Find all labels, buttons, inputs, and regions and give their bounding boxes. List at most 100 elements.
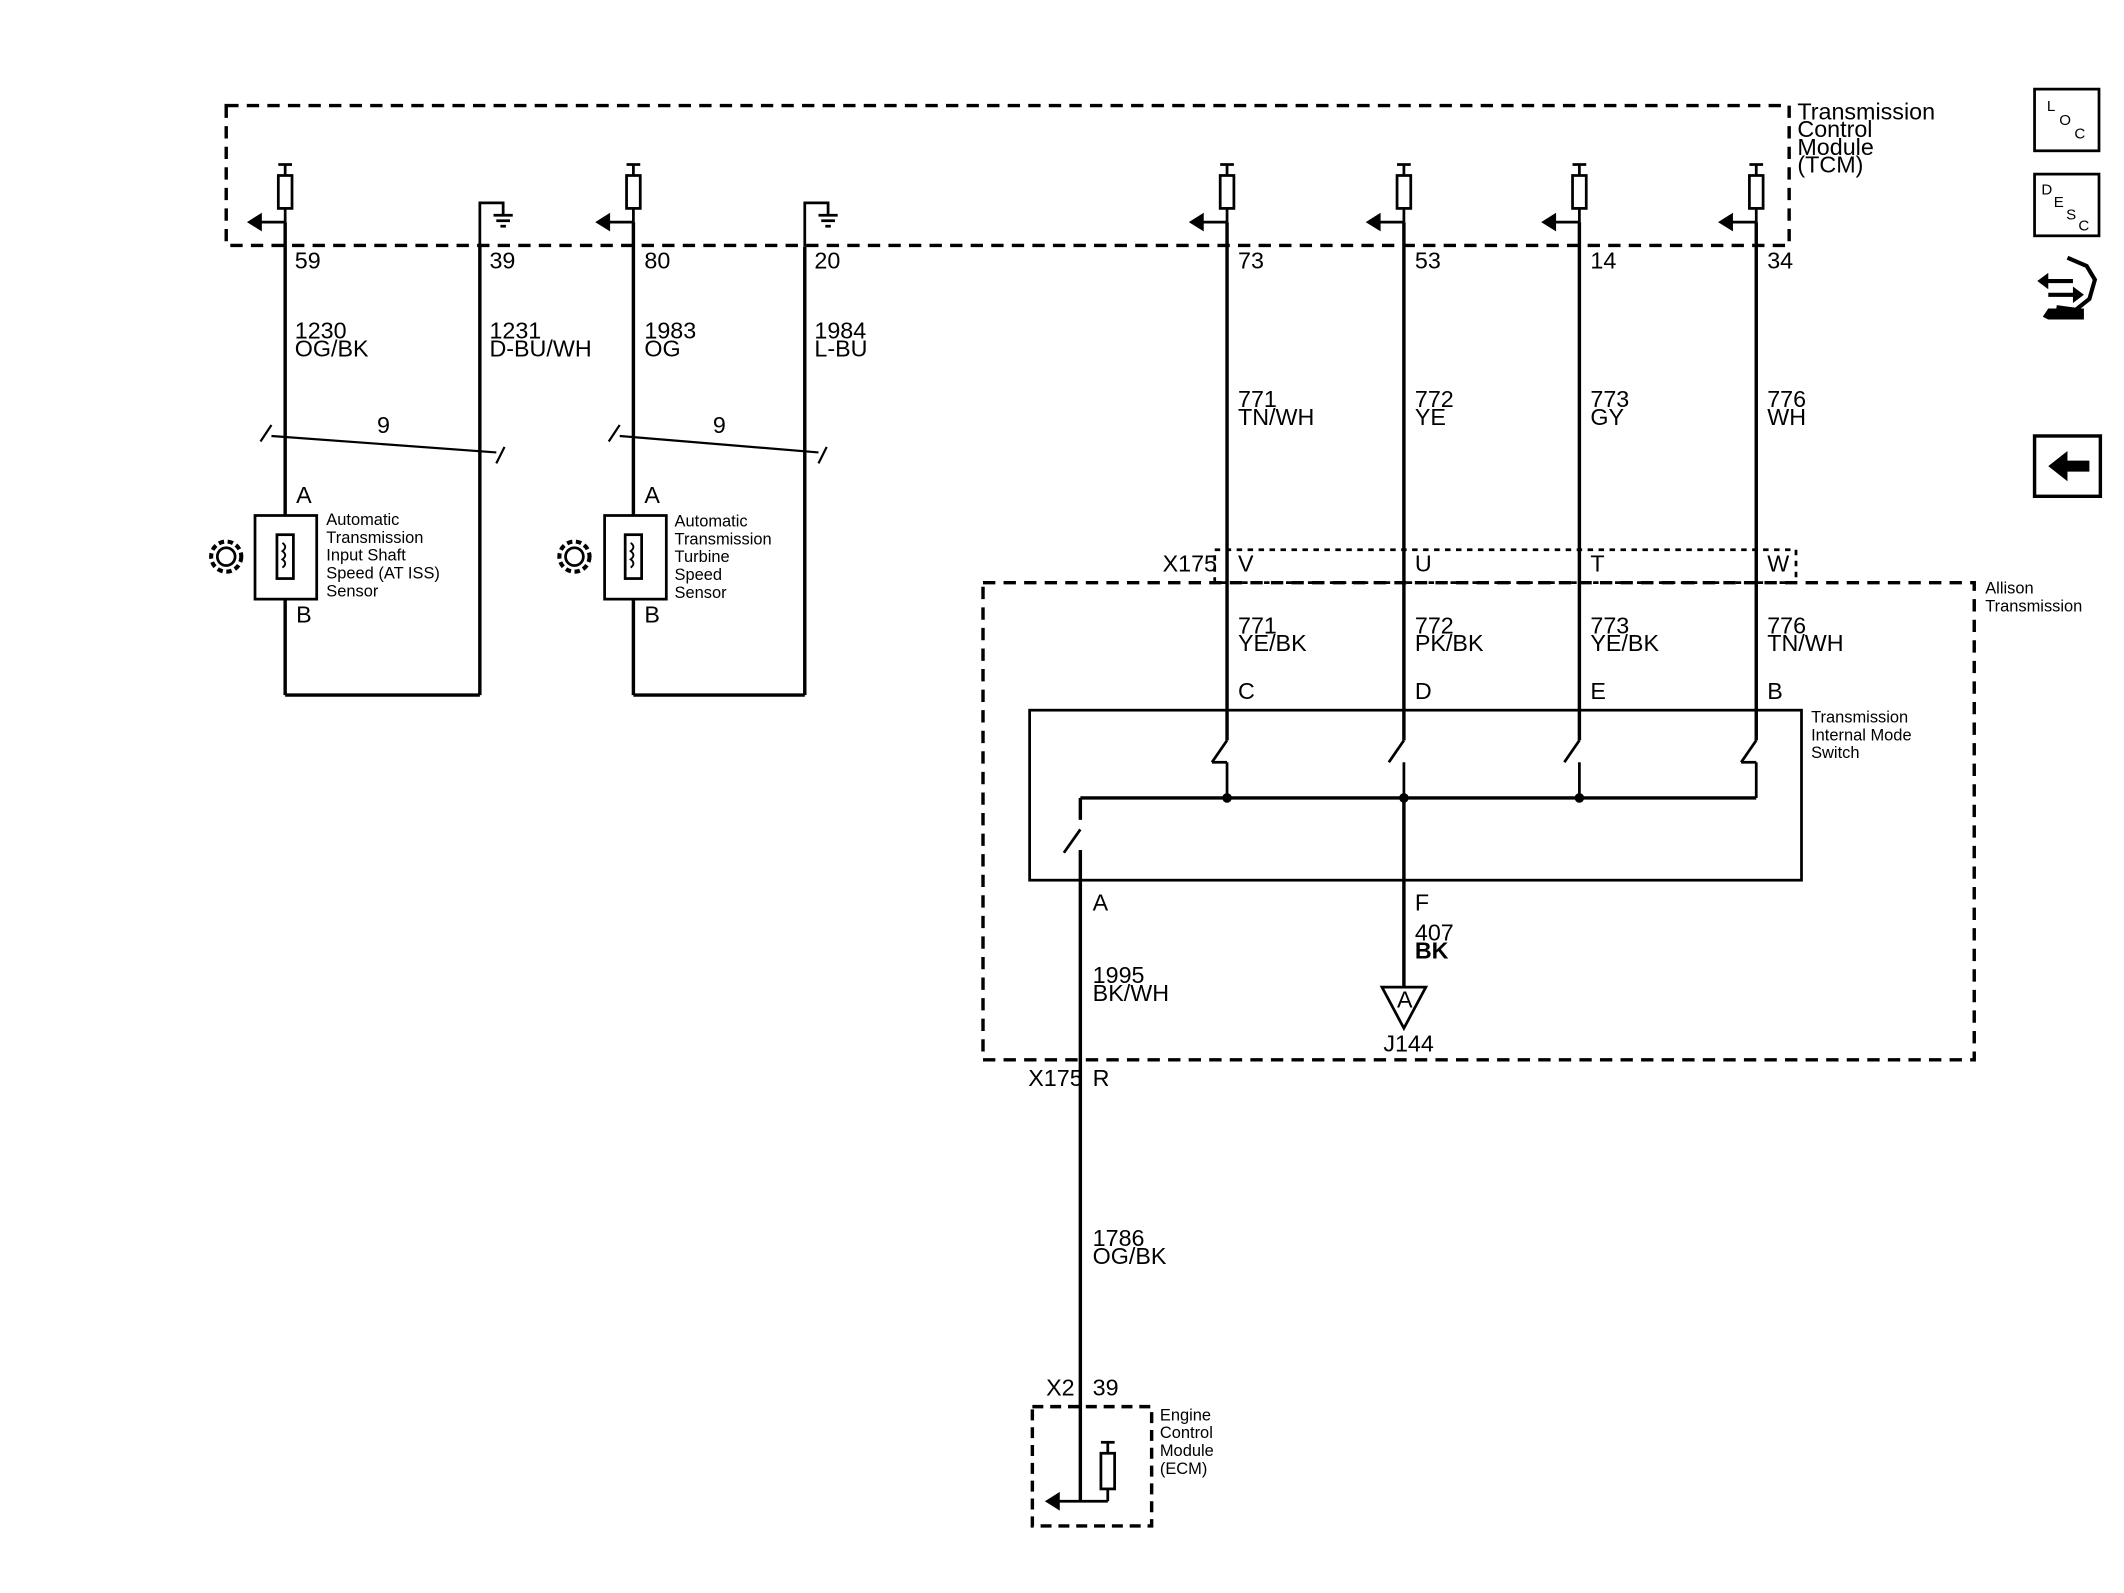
iss-sensor-label-line: Sensor — [326, 582, 379, 600]
tcm-pin-label: 59 — [295, 248, 321, 274]
ecm-terminal — [1044, 1440, 1116, 1511]
turbine-sensor-symbol — [603, 514, 668, 601]
turbine-sensor-label-line: Speed — [675, 566, 723, 584]
allison-label-line: Allison — [1985, 580, 2033, 598]
tcm-label-line: Control — [1797, 116, 1872, 142]
description-button[interactable]: D E S C — [2033, 172, 2101, 238]
circuit-number: 773 — [1590, 386, 1629, 412]
connector-pin: R — [1093, 1065, 1110, 1091]
circuit-number: 1230 — [295, 318, 347, 344]
circuit-number: 1983 — [644, 318, 696, 344]
allison-label-line: Transmission — [1985, 597, 2082, 615]
tcm-terminal-14 — [1541, 163, 1588, 232]
connector-tool-icon[interactable] — [2037, 255, 2098, 320]
tcm-pin-label: 73 — [1238, 248, 1264, 274]
iss-sensor-wires — [283, 222, 482, 697]
tcm-pin-label: 39 — [489, 248, 515, 274]
connector-pin: 39 — [1093, 1375, 1119, 1401]
connector-pin: V — [1238, 551, 1254, 577]
switch-pin: C — [1238, 678, 1255, 704]
circuit-number: 776 — [1767, 386, 1806, 412]
tcm-ground-39 — [478, 201, 513, 247]
desc-letter: E — [2054, 194, 2064, 211]
connector-pin: T — [1590, 551, 1604, 577]
connector-label: X175 — [1028, 1065, 1082, 1091]
circuit-number: 407 — [1415, 920, 1454, 946]
circuit-number: 772 — [1415, 612, 1454, 638]
tcm-terminal-59 — [246, 163, 294, 232]
internal-mode-switch-label: Transmission Internal Mode Switch — [1811, 709, 1912, 763]
sensor-pin-label: B — [644, 601, 660, 627]
circuit-number: 771 — [1238, 386, 1277, 412]
circuit-color: OG/BK — [1093, 1243, 1167, 1269]
tcm-pin-label: 20 — [814, 248, 840, 274]
circuit-number: 771 — [1238, 612, 1277, 638]
allison-label: Allison Transmission — [1985, 580, 2082, 616]
tcm-label-line: Transmission — [1797, 98, 1935, 124]
circuit-color: D-BU/WH — [489, 335, 591, 361]
connector-pin: U — [1415, 551, 1432, 577]
circuit-color: YE/BK — [1238, 630, 1307, 656]
ground-ref-triangle — [1379, 985, 1429, 1032]
location-button[interactable]: L O C — [2033, 87, 2101, 153]
twisted-pair-2 — [607, 424, 828, 464]
tcm-terminal-80 — [595, 163, 642, 232]
turbine-sensor-label-line: Automatic — [675, 512, 748, 530]
circuit-color: TN/WH — [1767, 630, 1843, 656]
back-button[interactable] — [2032, 434, 2103, 499]
tcm-pin-label: 80 — [644, 248, 670, 274]
twist-label: 9 — [377, 412, 390, 438]
imswitch-label-line: Switch — [1811, 744, 1859, 762]
tcm-terminal-34 — [1718, 163, 1765, 232]
twisted-pair-1 — [259, 424, 506, 464]
ecm-label-line: Control — [1160, 1424, 1213, 1442]
turbine-sensor-label: Automatic Transmission Turbine Speed Sen… — [675, 512, 772, 601]
turbine-sensor-label-line: Sensor — [675, 584, 728, 602]
circuit-number: 1231 — [489, 318, 541, 344]
switch-pin: F — [1415, 889, 1429, 915]
circuit-color: WH — [1767, 404, 1806, 430]
back-arrow-icon — [2048, 451, 2090, 482]
circuit-number: 1995 — [1093, 962, 1145, 988]
circuit-color: YE — [1415, 404, 1446, 430]
circuit-color: BK — [1415, 937, 1449, 963]
tcm-boundary — [224, 103, 1791, 248]
tcm-ground-20 — [803, 201, 838, 247]
switch-pin: A — [1093, 889, 1109, 915]
iss-sensor-symbol — [253, 514, 319, 601]
switch-input-wires — [1225, 222, 1758, 741]
tcm-pin-label: 14 — [1590, 248, 1616, 274]
iss-sensor-label-line: Input Shaft — [326, 547, 406, 565]
imswitch-label-line: Transmission — [1811, 709, 1908, 727]
circuit-color: OG/BK — [295, 335, 369, 361]
circuit-color: BK/WH — [1093, 980, 1169, 1006]
circuit-number: 1984 — [814, 318, 866, 344]
connector-pin: W — [1767, 551, 1789, 577]
ecm-label-line: (ECM) — [1160, 1460, 1207, 1478]
loc-letter: C — [2074, 125, 2085, 142]
ground-ref-letter: A — [1397, 987, 1413, 1013]
loc-letter: L — [2047, 98, 2055, 115]
loc-letter: O — [2059, 112, 2071, 129]
ecm-label: Engine Control Module (ECM) — [1160, 1406, 1214, 1477]
connector-label: X2 — [1046, 1375, 1074, 1401]
circuit-number: 773 — [1590, 612, 1629, 638]
allison-boundary — [981, 580, 1976, 1062]
iss-sensor-label-line: Transmission — [326, 529, 423, 547]
sensor-pin-label: A — [296, 482, 312, 508]
circuit-number: 772 — [1415, 386, 1454, 412]
circuit-color: YE/BK — [1590, 630, 1659, 656]
x175-connector-box — [1213, 548, 1798, 585]
tcm-terminal-73 — [1188, 163, 1236, 232]
switch-contacts — [1062, 739, 1758, 881]
switch-pin: D — [1415, 678, 1432, 704]
tcm-label: Transmission Control Module (TCM) — [1797, 98, 1935, 177]
tcm-terminal-53 — [1365, 163, 1413, 232]
turbine-sensor-label-line: Turbine — [675, 548, 730, 566]
iss-sensor-label-line: Automatic — [326, 511, 399, 529]
desc-letter: S — [2066, 206, 2076, 223]
switch-pin: B — [1767, 678, 1783, 704]
iss-sensor-label: Automatic Transmission Input Shaft Speed… — [326, 511, 440, 600]
splice-label: J144 — [1383, 1031, 1434, 1057]
